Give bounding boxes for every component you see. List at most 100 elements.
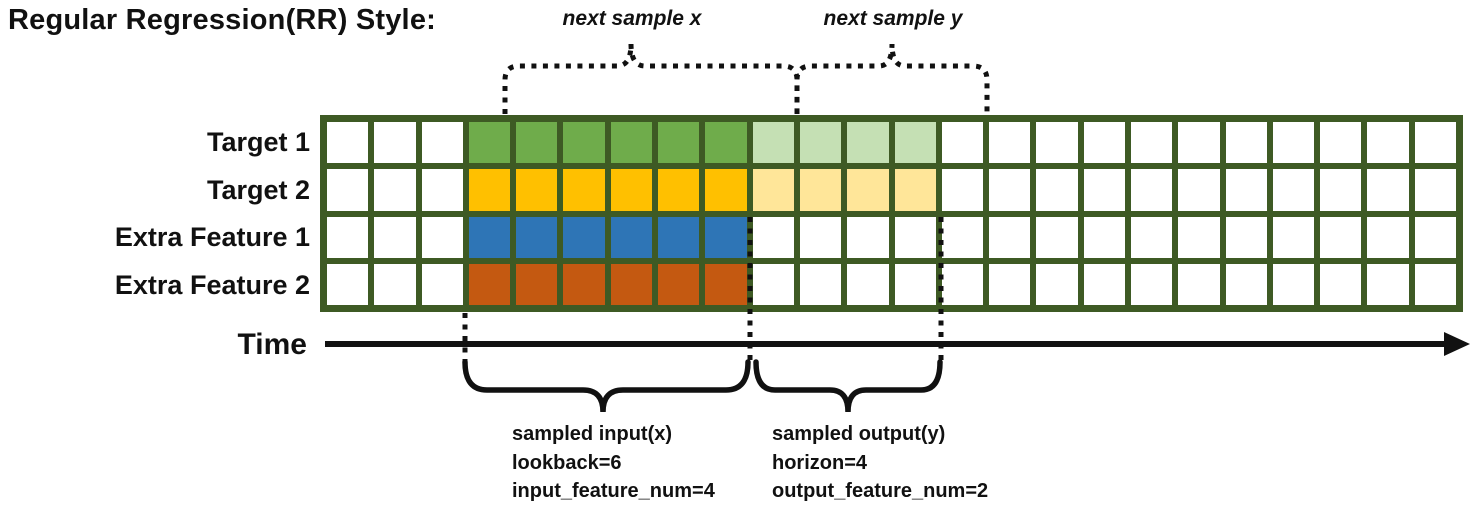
- grid-cell: [516, 169, 558, 211]
- grid-cell: [516, 122, 558, 164]
- grid-cell: [610, 169, 653, 211]
- grid-cell: [894, 122, 936, 164]
- grid-cell: [1320, 216, 1362, 258]
- grid-cell: [374, 122, 416, 164]
- grid-cell: [1367, 122, 1409, 164]
- row-label-target-1: Target 1: [206, 127, 310, 157]
- grid-cell: [516, 216, 558, 258]
- grid-cell: [563, 122, 605, 164]
- grid-cell: [1130, 169, 1173, 211]
- grid-cell: [705, 169, 747, 211]
- grid-cell: [941, 263, 984, 305]
- sampled-input-brace: [462, 359, 751, 413]
- sampled-input-title: sampled input(x): [512, 423, 673, 445]
- grid-cell: [752, 169, 794, 211]
- grid-cell: [1036, 122, 1078, 164]
- grid-cell: [989, 169, 1031, 211]
- grid-cell: [1130, 263, 1173, 305]
- grid-cell: [658, 216, 700, 258]
- next-sample-y-brace: [794, 43, 990, 114]
- grid-cell: [1225, 122, 1267, 164]
- grid-cell: [1272, 216, 1315, 258]
- grid-cell: [799, 122, 842, 164]
- grid-cell: [847, 122, 889, 164]
- grid-cell: [1225, 263, 1267, 305]
- grid-cell: [1414, 122, 1456, 164]
- grid-cell: [1320, 263, 1362, 305]
- grid-cell: [1178, 216, 1220, 258]
- time-axis-label: Time: [237, 328, 307, 361]
- grid-cell: [610, 216, 653, 258]
- diagram-title: Regular Regression(RR) Style:: [8, 4, 436, 36]
- grid-cell: [1414, 169, 1456, 211]
- grid-cell: [563, 216, 605, 258]
- grid-cell: [374, 169, 416, 211]
- grid-cell: [989, 122, 1031, 164]
- grid-cell: [941, 169, 984, 211]
- grid-cell: [374, 263, 416, 305]
- grid-cell: [1272, 263, 1315, 305]
- grid-cell: [563, 263, 605, 305]
- grid-cell: [1178, 122, 1220, 164]
- grid-cell: [752, 216, 794, 258]
- sampled-output-title: sampled output(y): [772, 423, 946, 445]
- grid-cell: [1367, 263, 1409, 305]
- grid-cell: [1414, 216, 1456, 258]
- grid-cell: [374, 216, 416, 258]
- grid-cell: [1083, 122, 1125, 164]
- grid-cell: [941, 122, 984, 164]
- grid-cell: [705, 216, 747, 258]
- grid-cell: [327, 169, 369, 211]
- time-axis-arrowhead-icon: [1444, 332, 1470, 356]
- sampled-output-brace: [753, 359, 943, 413]
- grid-cell: [1083, 216, 1125, 258]
- grid-cell: [468, 216, 511, 258]
- grid-cell: [421, 263, 463, 305]
- grid-cell: [421, 122, 463, 164]
- next-sample-x-label: next sample x: [562, 7, 702, 30]
- row-label-target-2: Target 2: [206, 175, 310, 205]
- grid-cell: [1414, 263, 1456, 305]
- sampled-output-note: sampled output(y) horizon=4 output_featu…: [772, 420, 988, 506]
- grid-cell: [752, 122, 794, 164]
- grid-cell: [1367, 216, 1409, 258]
- grid-cell: [1083, 169, 1125, 211]
- grid-cell: [894, 169, 936, 211]
- grid-cell: [610, 263, 653, 305]
- grid-cell: [610, 122, 653, 164]
- grid-cell: [894, 263, 936, 305]
- grid-cell: [1367, 169, 1409, 211]
- grid-cell: [1272, 169, 1315, 211]
- grid-cell: [1036, 263, 1078, 305]
- grid-cell: [1036, 216, 1078, 258]
- row-label-extra-feature-2: Extra Feature 2: [114, 270, 310, 300]
- grid-cell: [421, 169, 463, 211]
- grid-cell: [468, 263, 511, 305]
- grid-cell: [847, 216, 889, 258]
- row-label-extra-feature-1: Extra Feature 1: [114, 222, 310, 252]
- next-sample-x-brace: [502, 43, 800, 114]
- grid-cell: [989, 216, 1031, 258]
- grid-cell: [1130, 216, 1173, 258]
- grid-cell: [1036, 169, 1078, 211]
- grid-cell: [941, 216, 984, 258]
- grid-cell: [894, 216, 936, 258]
- grid-cell: [1083, 263, 1125, 305]
- grid: [320, 115, 1463, 312]
- grid-cell: [658, 169, 700, 211]
- grid-cell: [658, 263, 700, 305]
- grid-cell: [516, 263, 558, 305]
- grid-cell: [468, 122, 511, 164]
- grid-cell: [705, 122, 747, 164]
- next-sample-y-label: next sample y: [823, 7, 963, 30]
- grid-cell: [1178, 169, 1220, 211]
- grid-cell: [327, 263, 369, 305]
- grid-cell: [1130, 122, 1173, 164]
- grid-cell: [1178, 263, 1220, 305]
- grid-cell: [847, 169, 889, 211]
- output-feature-num-value: output_feature_num=2: [772, 480, 989, 502]
- grid-cell: [799, 169, 842, 211]
- grid-cell: [799, 216, 842, 258]
- grid-cell: [421, 216, 463, 258]
